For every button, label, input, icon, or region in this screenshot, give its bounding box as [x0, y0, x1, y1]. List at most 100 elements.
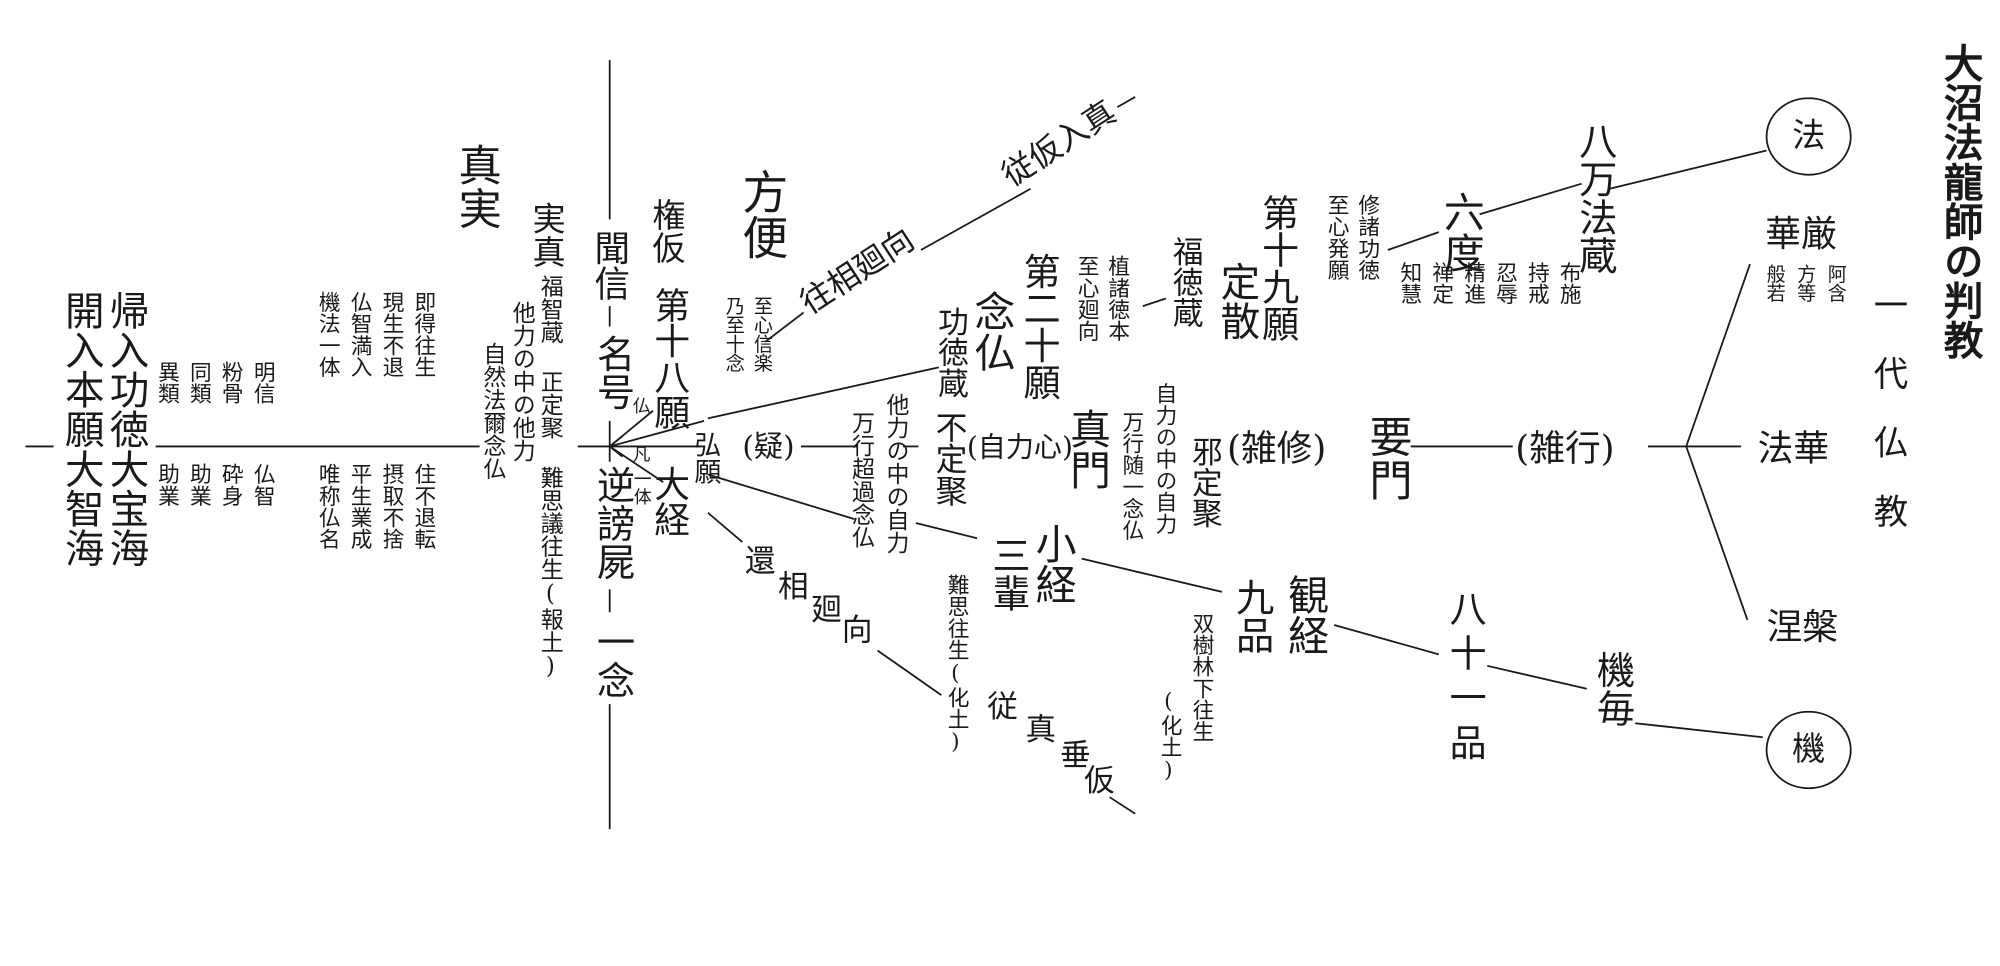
line	[1142, 297, 1167, 307]
jushin-char-2: 真	[1025, 711, 1057, 748]
line	[877, 649, 942, 696]
hodo: 方等	[1794, 264, 1818, 303]
keto: (化土)	[1155, 688, 1182, 784]
shishin-hotsugan: 至心発願	[1322, 193, 1349, 281]
hachiman-hozo: 八万法蔵	[1571, 121, 1617, 275]
ninniku: 忍辱	[1491, 261, 1517, 305]
line	[920, 187, 1032, 251]
shinjitsu: 真実	[450, 142, 502, 230]
kangyo: 観経	[1281, 573, 1331, 656]
shishin-eko: 至心廻向	[1072, 255, 1099, 342]
saishin: 砕身	[216, 463, 243, 507]
monshin: 聞信	[589, 229, 632, 302]
hachijuichi-hon: 八十一品	[1443, 589, 1488, 768]
diagram-title: 大沼法龍師の判教	[1936, 43, 1983, 360]
jajoju: 邪定聚	[1186, 436, 1222, 529]
sokutoku-ojo: 即得往生	[409, 290, 435, 378]
guzei: 弘願	[691, 431, 722, 485]
gensou-char-3: 廻	[811, 591, 842, 628]
zogyo: (雑行)	[1515, 427, 1615, 470]
kinyu-kudoku-daihokai: 帰入功徳大宝海	[102, 290, 148, 568]
ichinen: 一念	[589, 622, 634, 699]
line	[1487, 664, 1587, 690]
line	[1685, 263, 1751, 447]
sanpai: 三輩	[984, 535, 1030, 613]
gensou-char-2: 相	[778, 568, 809, 605]
jiriki-no-naka-no-jiriki: 自力の中の自力	[1150, 382, 1177, 535]
shishin-shingyo: 至心信楽	[751, 295, 775, 373]
zenjo: 禅定	[1427, 261, 1453, 305]
ittai-label: 一体	[631, 469, 652, 506]
myogo: 名号	[589, 334, 634, 411]
heizei-gojo: 平生業成	[345, 463, 372, 550]
ho-circle	[1765, 97, 1852, 176]
line	[915, 522, 978, 540]
kudokuzo: 功徳蔵	[932, 306, 969, 398]
jogo-2: 助業	[153, 463, 179, 507]
line	[1116, 96, 1136, 108]
jikai: 持戒	[1522, 261, 1549, 305]
gensou-char-1: 還	[744, 543, 776, 580]
ki-circle	[1765, 710, 1852, 790]
yuisho-butsumyo: 唯称仏名	[313, 463, 340, 550]
gonke: 権仮	[646, 197, 685, 265]
jitsushin: 実真	[526, 201, 566, 268]
chie: 知慧	[1395, 261, 1421, 305]
dorui: 同類	[184, 360, 211, 405]
gensho-futai: 現生不退	[377, 290, 404, 378]
naishi-junen: 乃至十念	[723, 295, 747, 373]
tariki-no-naka-no-tariki: 他力の中の他力	[508, 301, 536, 462]
daikyo: 大経	[649, 465, 692, 537]
arrow-line	[609, 420, 705, 448]
gensou-char-4: 向	[841, 612, 873, 648]
jinen-honi-nenbutsu: 自然法爾念仏	[479, 341, 507, 480]
line	[1685, 446, 1749, 621]
line	[764, 311, 805, 343]
bon-label: 凡	[632, 445, 651, 466]
shojin: 精進	[1459, 261, 1485, 305]
jushin-char-1: 従	[987, 688, 1018, 725]
butchi: 仏智	[248, 463, 275, 507]
rokudo: 六度	[1437, 191, 1486, 273]
dai19-gan: 第十九願	[1256, 193, 1300, 342]
kuhon: 九品	[1228, 577, 1273, 655]
arrow-head	[609, 435, 624, 448]
dai20-gan: 第二十願	[1017, 252, 1062, 401]
kiho-ittai: 機法一体	[313, 290, 340, 378]
dai18-gan: 第十八願	[649, 286, 692, 430]
jushin-char-3: 垂	[1059, 737, 1091, 773]
kegon: 華厳	[1765, 213, 1837, 256]
jogo-1: 助業	[184, 463, 211, 507]
line	[1387, 231, 1440, 251]
hokke: 法華	[1757, 427, 1830, 470]
agon: 阿含	[1825, 264, 1849, 303]
yomon: 要門	[1360, 414, 1412, 502]
shokusho-tokuhon: 植諸徳本	[1103, 255, 1129, 342]
irui: 異類	[153, 360, 179, 405]
ho-label: 法	[1792, 117, 1826, 156]
line	[707, 366, 939, 420]
butchi-mannyu: 仏智満入	[345, 290, 372, 378]
line	[707, 473, 855, 520]
line	[1635, 722, 1763, 739]
zasshu: (雑修)	[1227, 427, 1327, 470]
shinmon: 真門	[1063, 408, 1113, 490]
kainyu-hongan-daichikai: 開入本願大智海	[57, 290, 104, 568]
line	[707, 512, 743, 543]
tariki-no-naka-no-jiriki: 他力の中の自力	[882, 392, 910, 554]
shusho-kudoku: 修諸功徳	[1353, 193, 1379, 281]
mangyo-choka-nenbutsu: 万行超過念仏	[848, 410, 875, 549]
hoben: 方便	[734, 168, 787, 261]
line	[1479, 182, 1582, 216]
arrow-line	[609, 445, 664, 483]
line	[1081, 557, 1223, 593]
nehan: 涅槃	[1766, 605, 1839, 648]
ki-label: 機	[1792, 730, 1826, 770]
ichidai-bukkyo: 一代仏教	[1867, 286, 1907, 563]
jirikishin: (自力心)	[966, 432, 1073, 465]
arrow-head	[609, 445, 624, 458]
mangyo-zuiichi-nenbutsu: 万行随一念仏	[1117, 410, 1143, 541]
jushin-char-4: 仮	[1084, 762, 1115, 799]
